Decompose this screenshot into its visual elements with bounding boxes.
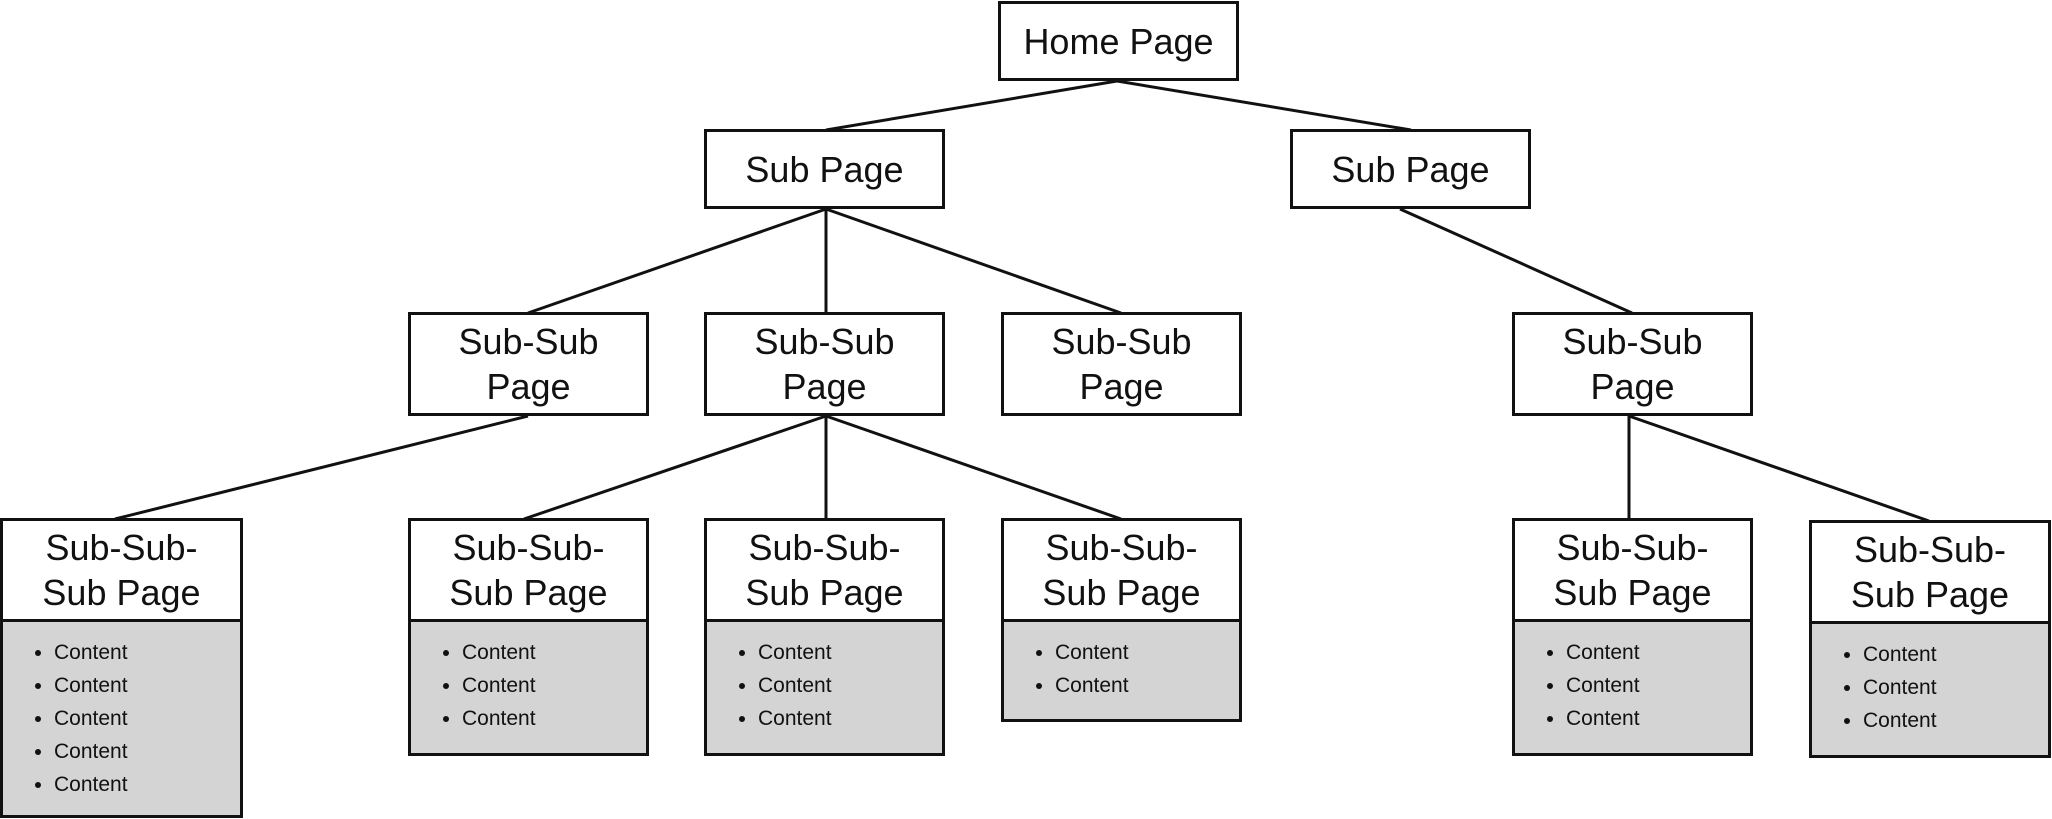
- content-list-item: Content: [1566, 636, 1750, 669]
- node-title: Home Page: [1023, 20, 1214, 62]
- node-content-panel: ContentContentContent: [411, 619, 646, 753]
- content-list-item: Content: [54, 636, 240, 669]
- content-list: ContentContentContent: [411, 622, 646, 735]
- node-title: Sub-Sub Page: [458, 321, 599, 407]
- sub-sub-page-node-2[interactable]: Sub-Sub Page: [704, 312, 945, 416]
- content-list-item: Content: [1055, 669, 1239, 702]
- sub-sub-page-node-4[interactable]: Sub-Sub Page: [1512, 312, 1753, 416]
- content-list: ContentContentContent: [1515, 622, 1750, 735]
- sub-sub-sub-page-node-5[interactable]: Sub-Sub-Sub PageContentContentContent: [1512, 518, 1753, 756]
- content-list-item: Content: [758, 702, 942, 735]
- connector-line-6: [1399, 207, 1633, 315]
- node-title: Sub-Sub Page: [754, 321, 895, 407]
- node-content-panel: ContentContentContent: [1515, 619, 1750, 753]
- node-title: Sub-Sub Page: [1562, 321, 1703, 407]
- node-title: Sub-Sub-Sub Page: [1553, 527, 1712, 613]
- content-list-item: Content: [54, 669, 240, 702]
- node-title: Sub-Sub-Sub Page: [745, 527, 904, 613]
- node-content-panel: ContentContentContent: [707, 619, 942, 753]
- node-title: Sub-Sub-Sub Page: [42, 527, 201, 613]
- connector-line-7: [114, 414, 529, 521]
- sub-sub-sub-page-node-3[interactable]: Sub-Sub-Sub PageContentContentContent: [704, 518, 945, 756]
- content-list-item: Content: [1863, 671, 2048, 704]
- content-list: ContentContentContent: [1812, 624, 2048, 737]
- node-title: Sub-Sub Page: [1051, 321, 1192, 407]
- content-list-item: Content: [1863, 704, 2048, 737]
- node-title: Sub Page: [1331, 148, 1490, 190]
- sub-sub-page-node-3[interactable]: Sub-Sub Page: [1001, 312, 1242, 416]
- node-title: Sub Page: [745, 148, 904, 190]
- content-list-item: Content: [1566, 702, 1750, 735]
- content-list-item: Content: [1863, 638, 2048, 671]
- content-list: ContentContentContentContentContent: [3, 622, 240, 801]
- sub-sub-sub-page-node-1[interactable]: Sub-Sub-Sub PageContentContentContentCon…: [0, 518, 243, 818]
- connector-line-2: [1116, 79, 1412, 132]
- sub-page-node-1[interactable]: Sub Page: [704, 129, 945, 209]
- sub-sub-page-node-1[interactable]: Sub-Sub Page: [408, 312, 649, 416]
- node-content-panel: ContentContentContentContentContent: [3, 619, 240, 815]
- content-list-item: Content: [758, 636, 942, 669]
- content-list-item: Content: [758, 669, 942, 702]
- sub-sub-sub-page-node-2[interactable]: Sub-Sub-Sub PageContentContentContent: [408, 518, 649, 756]
- connector-line-12: [1628, 414, 1930, 523]
- node-title: Sub-Sub-Sub Page: [449, 527, 608, 613]
- sub-page-node-2[interactable]: Sub Page: [1290, 129, 1531, 209]
- content-list-item: Content: [462, 669, 646, 702]
- node-content-panel: ContentContent: [1004, 619, 1239, 719]
- connector-line-3: [527, 207, 827, 315]
- content-list-item: Content: [462, 636, 646, 669]
- connector-line-5: [825, 207, 1122, 315]
- sub-sub-sub-page-node-4[interactable]: Sub-Sub-Sub PageContentContent: [1001, 518, 1242, 722]
- node-title: Sub-Sub-Sub Page: [1850, 529, 2010, 615]
- content-list-item: Content: [1055, 636, 1239, 669]
- node-content-panel: ContentContentContent: [1812, 621, 2048, 755]
- content-list-item: Content: [54, 735, 240, 768]
- node-title: Sub-Sub-Sub Page: [1042, 527, 1201, 613]
- content-list: ContentContentContent: [707, 622, 942, 735]
- home-page-node[interactable]: Home Page: [998, 1, 1239, 81]
- content-list-item: Content: [54, 702, 240, 735]
- content-list-item: Content: [1566, 669, 1750, 702]
- sub-sub-sub-page-node-6[interactable]: Sub-Sub-Sub PageContentContentContent: [1809, 520, 2051, 758]
- connector-line-8: [523, 414, 827, 521]
- content-list: ContentContent: [1004, 622, 1239, 702]
- content-list-item: Content: [462, 702, 646, 735]
- content-list-item: Content: [54, 768, 240, 801]
- connector-line-10: [825, 414, 1122, 521]
- connector-line-1: [825, 79, 1118, 132]
